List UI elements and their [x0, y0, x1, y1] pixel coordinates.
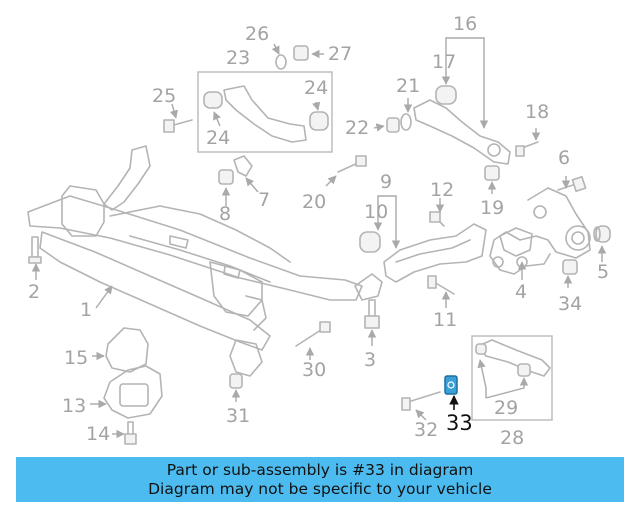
info-banner: Part or sub-assembly is #33 in diagram D… — [16, 457, 624, 502]
callout-20: 20 — [302, 191, 326, 213]
callout-28: 28 — [500, 427, 524, 449]
callout-15: 15 — [64, 347, 88, 369]
callout-3: 3 — [364, 349, 376, 371]
callout-14: 14 — [86, 423, 110, 445]
callout-7: 7 — [258, 189, 270, 211]
callout-26: 26 — [245, 23, 269, 45]
nut-part-19 — [484, 165, 500, 181]
washer-part-26 — [275, 54, 287, 70]
parts-diagram: 1 2 3 4 5 6 7 8 9 10 11 12 13 14 15 16 1… — [27, 13, 611, 449]
callout-5: 5 — [597, 261, 609, 283]
callout-22: 22 — [345, 117, 369, 139]
callout-2: 2 — [28, 281, 40, 303]
mount-part-13 — [103, 365, 163, 419]
callout-10: 10 — [364, 201, 388, 223]
nut-part-31 — [229, 373, 243, 389]
lower-arm-part-9 — [359, 223, 487, 283]
callout-9: 9 — [380, 171, 392, 193]
callout-34: 34 — [558, 293, 582, 315]
callout-27: 27 — [328, 43, 352, 65]
bolt-part-18 — [515, 141, 539, 157]
upper-arm-assembly-23 — [197, 71, 333, 153]
callout-29: 29 — [494, 397, 518, 419]
bolt-part-20 — [337, 155, 367, 173]
nut-part-8 — [218, 169, 234, 185]
banner-line-part: Part or sub-assembly is #33 in diagram — [166, 460, 474, 479]
bolt-part-25 — [163, 119, 193, 133]
banner-line-disclaimer: Diagram may not be specific to your vehi… — [148, 479, 492, 498]
callout-21: 21 — [396, 75, 420, 97]
subframe-part — [27, 145, 383, 377]
callout-32: 32 — [414, 419, 438, 441]
bolt-part-14 — [124, 421, 137, 445]
callout-11: 11 — [433, 309, 457, 331]
mount-part-15 — [105, 327, 149, 373]
callout-17: 17 — [432, 51, 456, 73]
callout-24-left: 24 — [206, 127, 230, 149]
callout-33: 33 — [446, 411, 473, 435]
washer-part-21 — [386, 113, 412, 133]
callout-1: 1 — [80, 299, 92, 321]
highlighted-part-33[interactable] — [444, 375, 458, 395]
knuckle-part-4 — [489, 187, 591, 275]
nut-part-34 — [562, 259, 578, 275]
callout-30: 30 — [302, 359, 326, 381]
callout-23: 23 — [226, 47, 250, 69]
callout-8: 8 — [219, 203, 231, 225]
callout-13: 13 — [62, 395, 86, 417]
link-assembly-28 — [471, 335, 553, 421]
callout-16: 16 — [453, 13, 477, 35]
bolt-part-6 — [557, 175, 587, 193]
nut-part-27 — [293, 45, 309, 61]
bolt-part-11 — [427, 275, 455, 295]
callout-4: 4 — [515, 281, 527, 303]
callout-12: 12 — [430, 179, 454, 201]
callout-6: 6 — [558, 147, 570, 169]
callout-19: 19 — [480, 197, 504, 219]
callout-25: 25 — [152, 85, 176, 107]
callout-18: 18 — [525, 101, 549, 123]
bushing-part-5 — [593, 225, 611, 243]
bolt-part-30 — [295, 321, 331, 347]
bolt-part-32 — [401, 391, 441, 411]
upper-arm-part-16 — [413, 85, 511, 165]
callout-31: 31 — [226, 405, 250, 427]
callout-24-right: 24 — [304, 77, 328, 99]
bolt-part-2 — [28, 236, 42, 264]
bolt-part-3 — [364, 299, 380, 329]
clip-part-7 — [233, 155, 253, 177]
bolt-part-12 — [429, 211, 445, 227]
leader-lines — [31, 37, 607, 439]
